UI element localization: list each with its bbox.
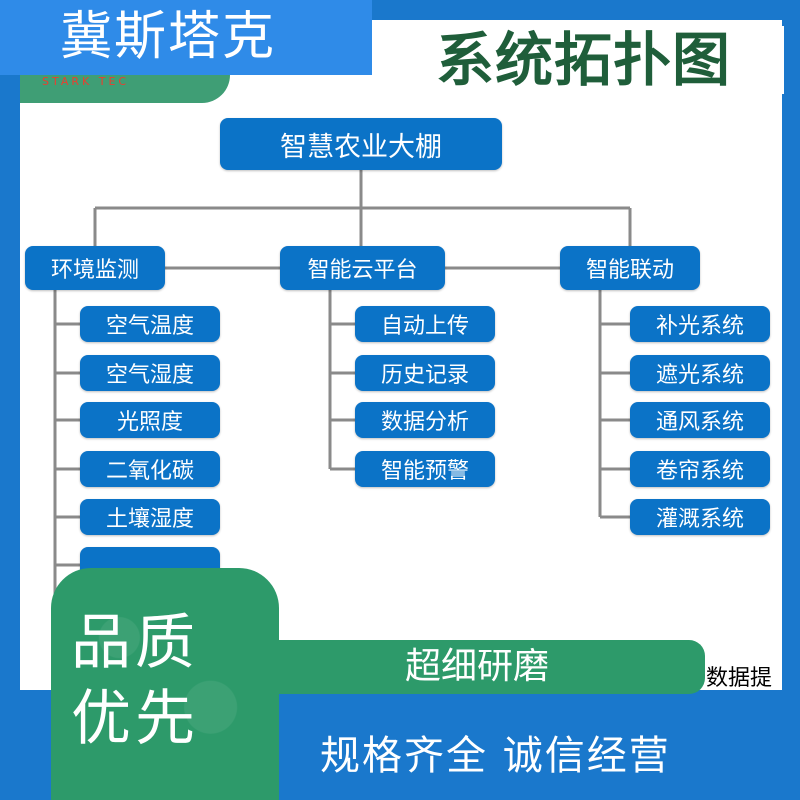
leaf-node-fill-light: 补光系统: [630, 306, 770, 342]
leaf-node-data-analysis: 数据分析: [355, 402, 495, 438]
promo-slogan: 规格齐全 诚信经营: [320, 733, 671, 779]
leaf-node-air-humidity: 空气湿度: [80, 355, 220, 391]
leaf-node-irrigation: 灌溉系统: [630, 499, 770, 535]
category-node-environment: 环境监测: [25, 246, 165, 290]
leaf-node-smart-alert: 智能预警: [355, 451, 495, 487]
quality-line-1: 品质: [71, 608, 199, 678]
leaf-node-shading: 遮光系统: [630, 355, 770, 391]
title-box: 系统拓扑图: [422, 26, 784, 94]
leaf-node-roller-shutter: 卷帘系统: [630, 451, 770, 487]
diagram-title: 系统拓扑图: [436, 26, 732, 94]
brand-subtitle: STARK TEC: [42, 75, 130, 88]
quality-badge: 品质 优先: [51, 568, 279, 800]
brand-tab: STARK TEC: [20, 75, 230, 103]
leaf-node-soil-humidity: 土壤湿度: [80, 499, 220, 535]
partial-caption: 数据提: [706, 666, 773, 691]
leaf-node-auto-upload: 自动上传: [355, 306, 495, 342]
leaf-node-light: 光照度: [80, 402, 220, 438]
leaf-node-co2: 二氧化碳: [80, 451, 220, 487]
brand-banner: 冀斯塔克: [0, 0, 372, 75]
promo-band-text: 超细研磨: [405, 646, 550, 687]
brand-name: 冀斯塔克: [60, 7, 277, 67]
leaf-node-air-temperature: 空气温度: [80, 306, 220, 342]
leaf-node-history: 历史记录: [355, 355, 495, 391]
quality-line-2: 优先: [71, 684, 199, 754]
root-node: 智慧农业大棚: [220, 118, 502, 170]
category-node-cloud: 智能云平台: [280, 246, 445, 290]
promo-band: 超细研磨: [275, 640, 705, 694]
leaf-node-ventilation: 通风系统: [630, 402, 770, 438]
category-node-linkage: 智能联动: [560, 246, 700, 290]
